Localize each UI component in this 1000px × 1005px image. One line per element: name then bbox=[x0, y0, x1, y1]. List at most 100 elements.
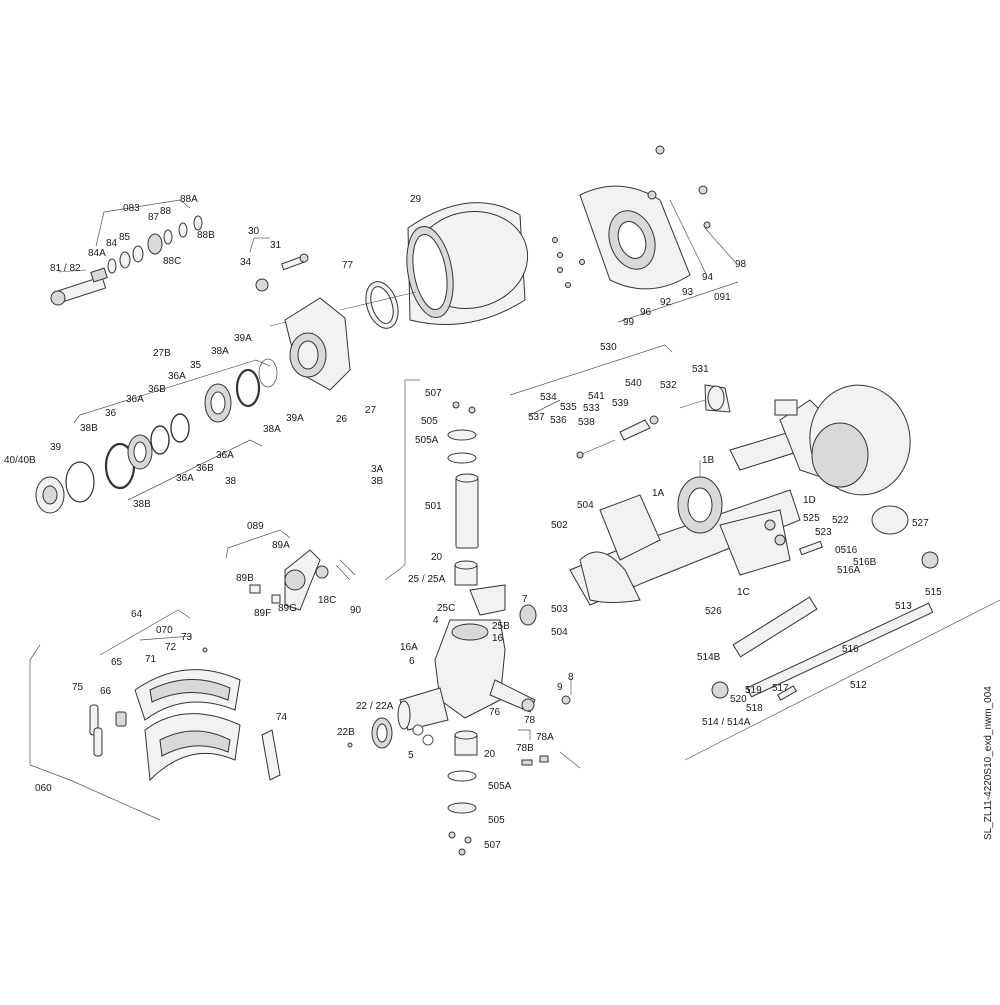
hub-assembly bbox=[269, 297, 351, 391]
label-9: 9 bbox=[557, 682, 563, 693]
label-514-514a: 514 / 514A bbox=[702, 717, 751, 728]
label-40-40b: 40/40B bbox=[4, 455, 36, 466]
label-502: 502 bbox=[551, 520, 568, 531]
part-40-40b-cap bbox=[35, 476, 65, 514]
part-36-bearing bbox=[127, 434, 153, 470]
label-1b: 1B bbox=[702, 455, 715, 466]
kingpin-stack bbox=[384, 379, 479, 586]
label-505-top: 505 bbox=[421, 416, 438, 427]
label-522: 522 bbox=[832, 515, 849, 526]
label-96: 96 bbox=[640, 307, 652, 318]
label-29: 29 bbox=[410, 194, 422, 205]
part-527-chamber bbox=[871, 505, 909, 535]
label-76: 76 bbox=[489, 707, 501, 718]
label-541: 541 bbox=[588, 391, 605, 402]
label-530: 530 bbox=[600, 342, 617, 353]
label-36-left: 36 bbox=[105, 408, 117, 419]
label-39a-bottom: 39A bbox=[286, 413, 304, 424]
label-534: 534 bbox=[540, 392, 557, 403]
part-38a-ring bbox=[235, 368, 261, 408]
group-083 bbox=[50, 199, 203, 306]
label-38: 38 bbox=[225, 476, 237, 487]
label-99: 99 bbox=[623, 317, 635, 328]
part-34-nut bbox=[255, 278, 269, 292]
label-083: 083 bbox=[123, 203, 140, 214]
part-88-ring bbox=[178, 222, 188, 238]
part-18c-clip bbox=[315, 565, 329, 579]
axle-beam bbox=[509, 344, 911, 606]
part-20-bushing-lower bbox=[454, 730, 478, 756]
drawing-reference: SL_ZL11-4220S10_exd_nwm_004 bbox=[983, 686, 994, 840]
label-6: 6 bbox=[409, 656, 415, 667]
label-71: 71 bbox=[145, 654, 157, 665]
part-81-82-shaft bbox=[50, 267, 108, 306]
label-504-lower: 504 bbox=[551, 627, 568, 638]
part-5-washer bbox=[412, 724, 424, 736]
label-66: 66 bbox=[100, 686, 112, 697]
label-518: 518 bbox=[746, 703, 763, 714]
label-36a-top: 36A bbox=[168, 371, 186, 382]
label-517: 517 bbox=[772, 683, 789, 694]
part-90-spring bbox=[335, 559, 356, 581]
label-514b: 514B bbox=[697, 652, 721, 663]
lower-stack bbox=[447, 678, 581, 856]
label-070: 070 bbox=[156, 625, 173, 636]
label-519: 519 bbox=[745, 685, 762, 696]
label-512: 512 bbox=[850, 680, 867, 691]
group-089-slack-adjuster bbox=[225, 529, 356, 611]
label-089: 089 bbox=[247, 521, 264, 532]
label-091: 091 bbox=[714, 292, 731, 303]
label-25-25a-line1: 25 / 25A bbox=[408, 574, 446, 585]
label-89a: 89A bbox=[272, 540, 290, 551]
part-75-spring bbox=[89, 704, 103, 757]
label-513: 513 bbox=[895, 601, 912, 612]
label-516: 516 bbox=[842, 644, 859, 655]
label-520: 520 bbox=[730, 694, 747, 705]
label-38a-top: 38A bbox=[211, 346, 229, 357]
label-1d: 1D bbox=[803, 495, 816, 506]
part-515-end bbox=[921, 551, 939, 569]
labels: 083 88A 88 87 88B 85 84 84A 88C 81 / 82 … bbox=[4, 194, 994, 851]
label-36b-bottom: 36B bbox=[196, 463, 214, 474]
label-18c: 18C bbox=[318, 595, 336, 606]
label-20-upper: 20 bbox=[431, 552, 443, 563]
label-537: 537 bbox=[528, 412, 545, 423]
part-84a-ring bbox=[107, 258, 117, 274]
part-29-brake-drum bbox=[339, 202, 529, 325]
group-060-brake-shoes bbox=[29, 609, 281, 821]
part-9-nipple bbox=[561, 695, 571, 705]
label-89f: 89F bbox=[254, 608, 271, 619]
label-84a: 84A bbox=[88, 248, 106, 259]
label-1a: 1A bbox=[652, 488, 665, 499]
label-531: 531 bbox=[692, 364, 709, 375]
label-516a: 516A bbox=[837, 565, 861, 576]
label-1c: 1C bbox=[737, 587, 750, 598]
label-507-top: 507 bbox=[425, 388, 442, 399]
label-507-bottom: 507 bbox=[484, 840, 501, 851]
part-77-ring bbox=[365, 281, 399, 329]
label-540: 540 bbox=[625, 378, 642, 389]
label-539: 539 bbox=[612, 398, 629, 409]
label-525: 525 bbox=[803, 513, 820, 524]
label-65: 65 bbox=[111, 657, 123, 668]
label-3b: 3B bbox=[371, 476, 384, 487]
label-31: 31 bbox=[270, 240, 282, 251]
part-7-bushing bbox=[519, 604, 537, 626]
part-22-seal bbox=[347, 717, 434, 749]
part-36a-ring bbox=[150, 425, 170, 455]
part-66-roller bbox=[115, 711, 127, 727]
part-74-link bbox=[261, 729, 281, 781]
label-503: 503 bbox=[551, 604, 568, 615]
label-26: 26 bbox=[336, 414, 348, 425]
label-22-22a: 22 / 22A bbox=[356, 701, 394, 712]
label-88a: 88A bbox=[180, 194, 198, 205]
label-501: 501 bbox=[425, 501, 442, 512]
label-36a-bottom: 36A bbox=[176, 473, 194, 484]
label-88c: 88C bbox=[163, 256, 181, 267]
label-77: 77 bbox=[342, 260, 354, 271]
label-16: 16 bbox=[492, 633, 504, 644]
part-091-backing-plate bbox=[552, 145, 739, 323]
part-39-ring bbox=[65, 461, 95, 503]
